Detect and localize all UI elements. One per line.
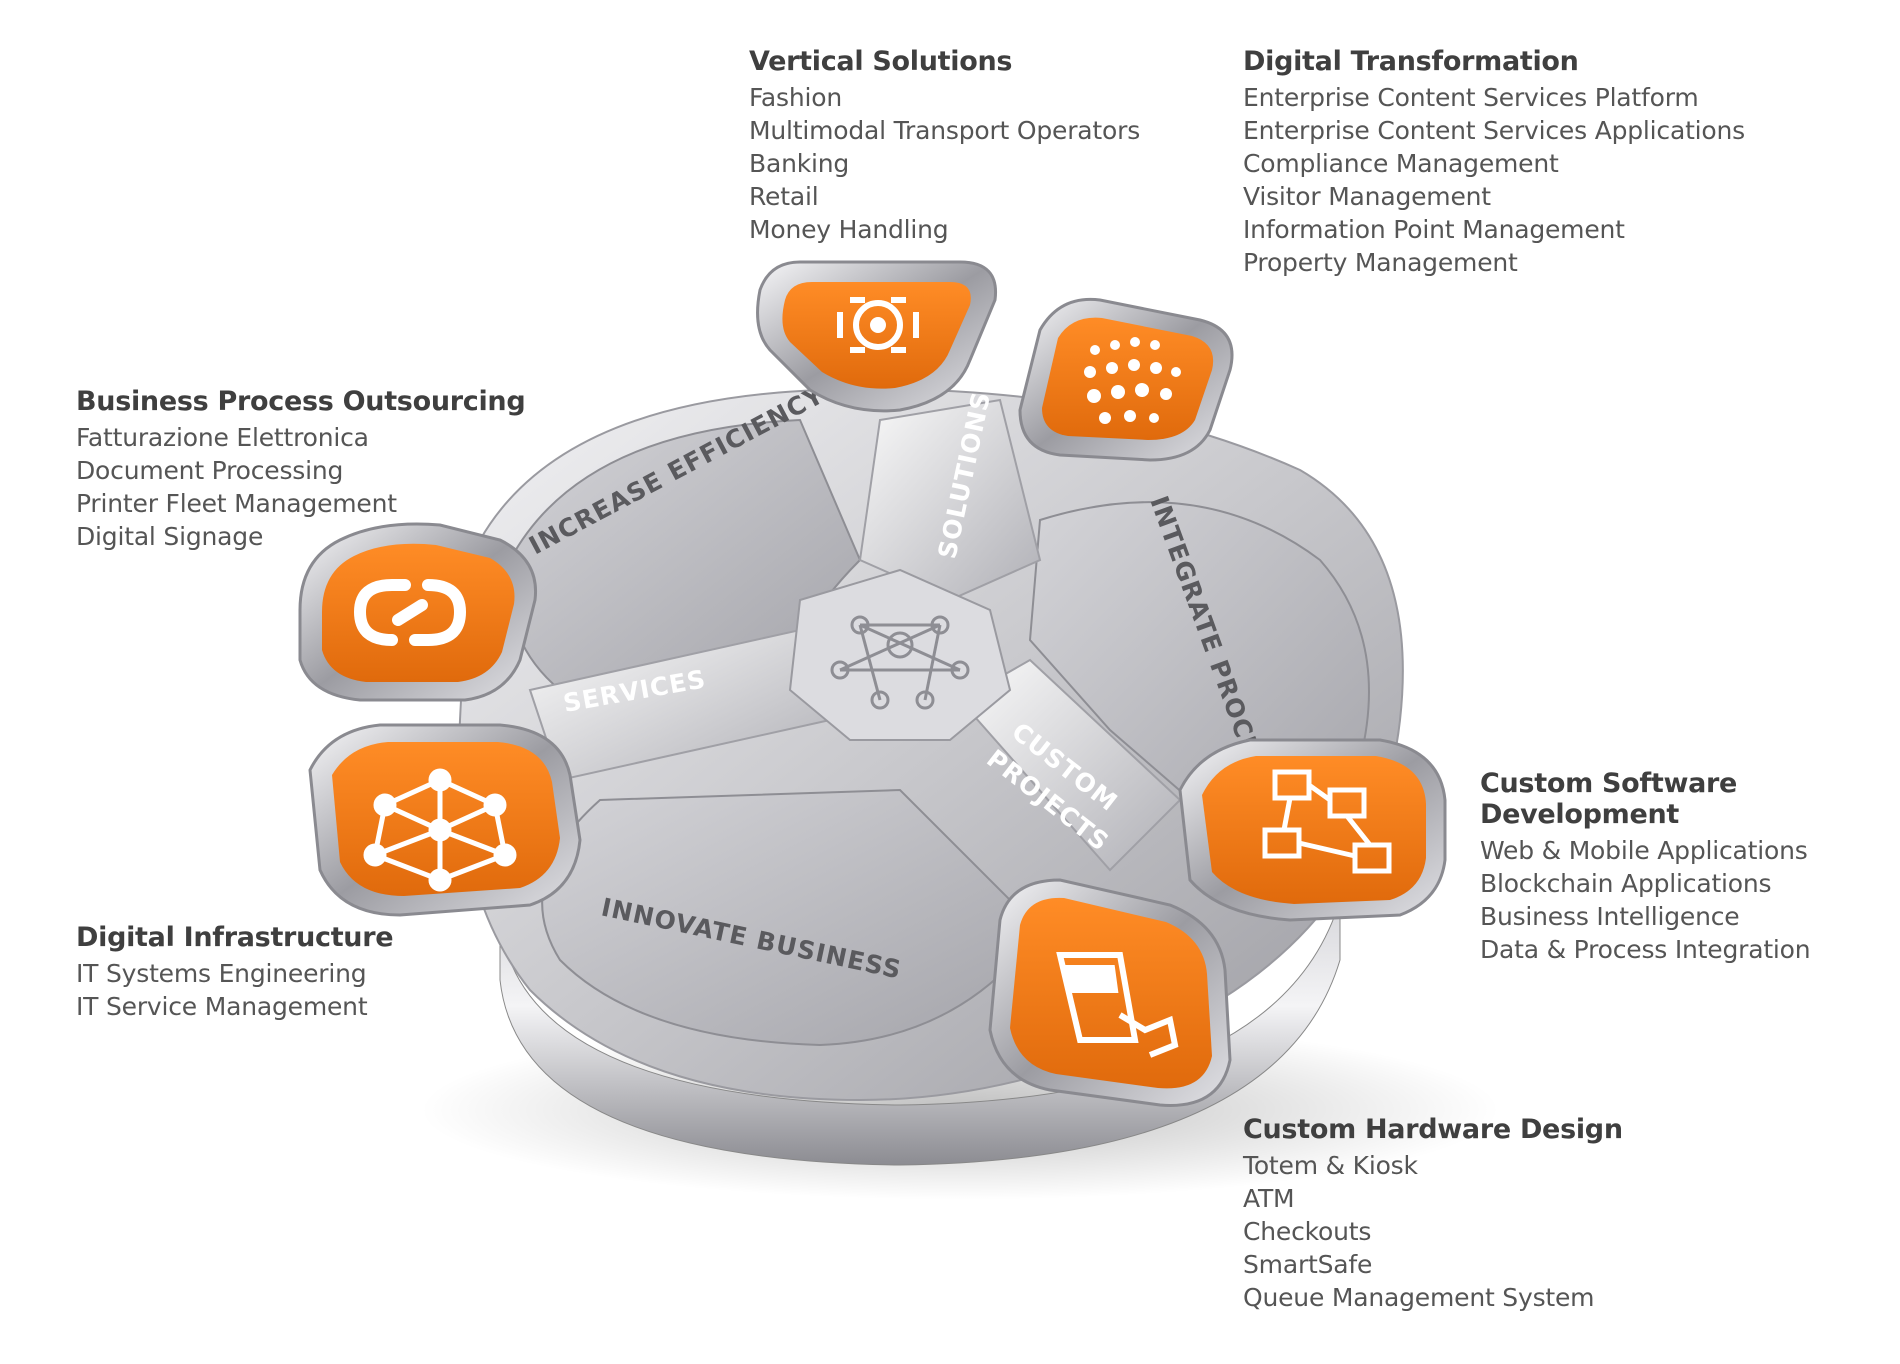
list-item: Queue Management System — [1243, 1283, 1595, 1312]
linked-arrows-icon — [353, 579, 467, 646]
list-item: Business Intelligence — [1480, 902, 1740, 931]
list-item: Banking — [749, 149, 850, 178]
list-item: Retail — [749, 182, 819, 211]
target-crosshair-icon — [837, 297, 919, 353]
group-digital-transformation: Digital Transformation Enterprise Conten… — [1243, 46, 1745, 279]
list-item: Compliance Management — [1243, 149, 1559, 178]
list-item: Totem & Kiosk — [1243, 1151, 1418, 1180]
list-item: Multimodal Transport Operators — [749, 116, 1141, 145]
network-nodes-icon — [363, 768, 517, 892]
group-vertical-solutions: Vertical Solutions Fashion Multimodal Tr… — [749, 46, 1140, 246]
tile-bpo[interactable] — [298, 522, 538, 702]
group-bpo: Business Process Outsourcing Fatturazion… — [76, 386, 526, 553]
list-item: Enterprise Content Services Platform — [1243, 83, 1699, 112]
tile-digital-infrastructure[interactable] — [308, 723, 582, 917]
list-item: Information Point Management — [1243, 215, 1625, 244]
list-item: SmartSafe — [1243, 1250, 1373, 1279]
group-digital-infrastructure: Digital Infrastructure IT Systems Engine… — [76, 922, 394, 1023]
list-item: ATM — [1243, 1184, 1295, 1213]
group-title: Digital Transformation — [1243, 46, 1579, 77]
group-custom-hardware: Custom Hardware Design Totem & Kiosk ATM… — [1243, 1114, 1623, 1314]
list-item: Checkouts — [1243, 1217, 1372, 1246]
spoke-solutions — [858, 398, 1042, 602]
group-title: Vertical Solutions — [749, 46, 1013, 77]
tile-digital-transformation[interactable] — [1018, 297, 1234, 462]
list-item: Property Management — [1243, 248, 1518, 277]
tile-vertical[interactable] — [756, 260, 998, 413]
list-item: Data & Process Integration — [1480, 935, 1811, 964]
list-item: Money Handling — [749, 215, 949, 244]
kiosk-touch-icon — [1056, 952, 1179, 1058]
group-title: Business Process Outsourcing — [76, 386, 526, 417]
list-item: Fatturazione Elettronica — [76, 423, 369, 452]
tile-custom-hardware[interactable] — [988, 878, 1232, 1107]
list-item: Digital Signage — [76, 522, 264, 551]
list-item: Fashion — [749, 83, 842, 112]
list-item: Web & Mobile Applications — [1480, 836, 1808, 865]
list-item: Visitor Management — [1243, 182, 1491, 211]
group-title: Custom Hardware Design — [1243, 1114, 1623, 1145]
list-item: Enterprise Content Services Applications — [1243, 116, 1745, 145]
dot-matrix-icon — [1084, 337, 1181, 424]
tile-custom-software[interactable] — [1178, 738, 1447, 922]
group-title: Custom Software Development — [1480, 768, 1738, 830]
hub-network-icon — [788, 568, 1012, 741]
list-item: IT Systems Engineering — [76, 959, 367, 988]
list-item: IT Service Management — [76, 992, 368, 1021]
group-title: Digital Infrastructure — [76, 922, 394, 953]
list-item: Blockchain Applications — [1480, 869, 1772, 898]
flowchart-icon — [1262, 769, 1392, 874]
list-item: Printer Fleet Management — [76, 489, 397, 518]
list-item: Document Processing — [76, 456, 344, 485]
group-custom-software: Custom Software Development Web & Mobile… — [1480, 768, 1900, 966]
